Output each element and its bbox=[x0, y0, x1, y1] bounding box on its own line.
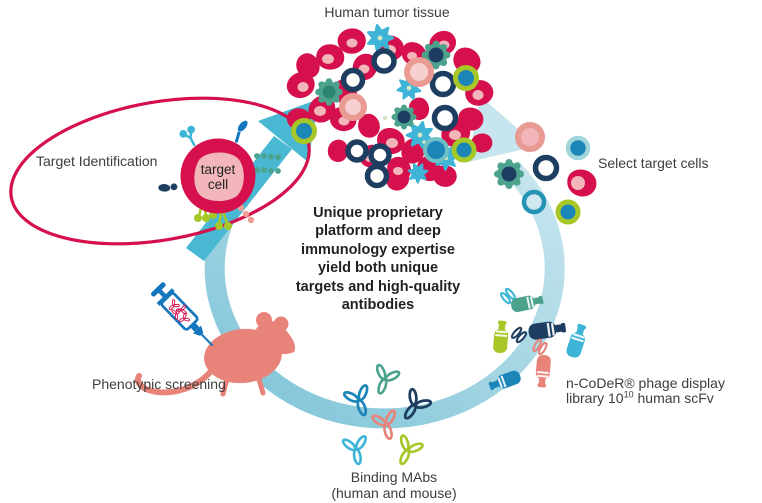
label-target-identification: Target Identification bbox=[36, 153, 158, 169]
selected-cells-icons bbox=[494, 122, 601, 225]
center-message: Unique proprietary platform and deep imm… bbox=[295, 205, 461, 314]
receptor-icons bbox=[158, 120, 281, 231]
mouse-icon bbox=[135, 312, 296, 397]
macrophage-cell-icons bbox=[315, 40, 451, 130]
exponent: 10 bbox=[623, 389, 634, 400]
binding-label-line2: (human and mouse) bbox=[331, 485, 457, 501]
phage-label-line1: n-CoDeR® phage display bbox=[566, 375, 725, 391]
tumor-tissue-cluster-icon bbox=[283, 24, 496, 196]
phage-label-line2: library 1010 human scFv bbox=[566, 389, 714, 406]
target-identification-ellipse bbox=[9, 96, 311, 246]
label-target-cell: target cell bbox=[200, 162, 236, 192]
target-cell-icon bbox=[158, 120, 281, 231]
binding-label-line1: Binding MAbs bbox=[350, 469, 438, 485]
syringe-icon bbox=[151, 282, 214, 347]
label-phenotypic-screening: Phenotypic screening bbox=[92, 376, 226, 392]
label-select-target-cells: Select target cells bbox=[598, 155, 709, 171]
label-human-tumor-tissue: Human tumor tissue bbox=[324, 4, 450, 20]
label-binding-mabs: Binding MAbs (human and mouse) bbox=[331, 469, 456, 501]
label-phage-display-library: n-CoDeR® phage display library 1010 huma… bbox=[566, 376, 725, 406]
